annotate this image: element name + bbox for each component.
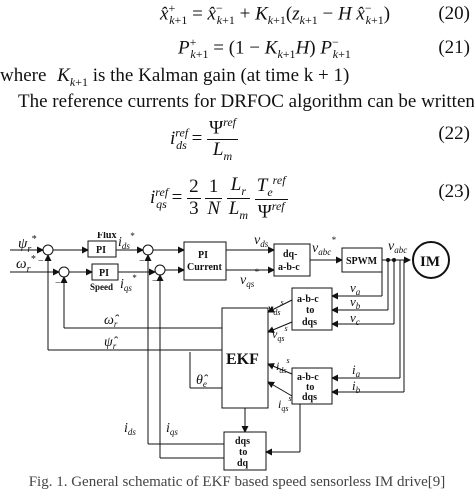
dqs-dq-block <box>223 431 267 471</box>
dq-abc-label-2: a-b-c <box>278 262 300 273</box>
spwm-label: SPWM <box>346 256 378 267</box>
sum-speed <box>58 266 70 278</box>
equation-20-number: (20) <box>438 3 470 24</box>
equation-21: P+k+1 = (1 − Kk+1H) P−k+1 <box>178 35 351 62</box>
minus-sign-1: − <box>38 256 44 267</box>
pi-current-label-1: PI <box>198 250 208 261</box>
abc-dqs-voltage-label-3: dqs <box>302 317 317 328</box>
abc-dqs-voltage-block <box>291 287 333 331</box>
ekf-label: EKF <box>226 351 259 368</box>
sum-iqs <box>154 264 166 276</box>
minus-sign-4: − <box>152 276 158 287</box>
abc-dqs-voltage-label-1: a-b-c <box>297 294 319 305</box>
iqs-s-label: iqss <box>278 394 292 413</box>
omega-est-label: ω̂r <box>104 313 120 329</box>
dq-abc-block <box>273 243 311 277</box>
equation-23-number: (23) <box>438 181 470 202</box>
dqs-dq-label-2: to <box>239 447 247 458</box>
ids-label: ids <box>124 421 136 437</box>
psi-est-label: ψ̂r <box>104 335 119 351</box>
dqs-dq-label-1: dqs <box>235 436 250 447</box>
where-suffix: is the Kalman gain (at time k + 1) <box>92 65 350 86</box>
drfoc-block-diagram: ψr* ωr* Flux PI ids* PI Speed iqs* PI Cu… <box>10 232 450 471</box>
flux-pi-top-label: Flux <box>97 232 116 241</box>
reference-line: The reference currents for DRFOC algorit… <box>18 91 474 112</box>
psi-ref-label: ψr* <box>18 234 36 255</box>
dq-abc-label-1: dq- <box>283 249 297 260</box>
abc-dqs-current-block <box>291 367 333 405</box>
flux-pi-label: PI <box>96 245 106 256</box>
vabc-label: vabc <box>388 239 407 255</box>
vds-ref-label: vds* <box>254 232 273 249</box>
ids-ref-label: ids* <box>118 232 135 251</box>
equation-21-number: (21) <box>438 37 470 58</box>
pi-current-block <box>183 241 227 281</box>
dqs-dq-label-3: dq <box>237 458 249 469</box>
va-label: va <box>350 280 361 297</box>
flux-pi-block <box>87 240 117 258</box>
speed-pi-bottom-label: Speed <box>90 282 113 292</box>
ib-label: ib <box>352 378 361 395</box>
ia-label: ia <box>352 362 361 379</box>
iqs-ref-label: iqs* <box>120 273 137 293</box>
abc-dqs-current-label-1: a-b-c <box>297 372 319 383</box>
vds-s-label: vdss <box>268 298 284 317</box>
vabc-ref-label: vabc* <box>312 235 336 257</box>
sum-flux <box>42 244 54 256</box>
pi-current-label-2: Current <box>187 262 222 273</box>
where-line: where Kk+1 is the Kalman gain (at time k… <box>0 65 350 89</box>
minus-sign-3: − <box>139 256 145 267</box>
ekf-block <box>221 307 269 409</box>
speed-pi-label: PI <box>99 268 109 279</box>
spwm-block <box>341 247 383 273</box>
abc-dqs-voltage-label-2: to <box>306 305 314 316</box>
abc-dqs-current-label-3: dqs <box>302 392 317 403</box>
motor-label: IM <box>420 254 440 270</box>
vb-label: vb <box>350 294 361 311</box>
induction-motor <box>412 241 450 279</box>
theta-est-label: θ̂e <box>196 373 209 389</box>
minus-sign-2: − <box>55 278 61 289</box>
vc-label: vc <box>350 310 360 327</box>
figure-caption: Fig. 1. General schematic of EKF based s… <box>28 474 446 490</box>
iqs-label: iqs <box>166 421 178 437</box>
sum-ids <box>142 244 154 256</box>
equation-22-number: (22) <box>438 123 470 144</box>
vqs-s-label: vqss <box>272 324 288 343</box>
abc-dqs-current-label-2: to <box>306 382 314 393</box>
equation-20: x̂+k+1 = x̂−k+1 + Kk+1(zk+1 − H x̂−k+1) <box>160 1 391 28</box>
where-prefix: where <box>0 65 47 86</box>
